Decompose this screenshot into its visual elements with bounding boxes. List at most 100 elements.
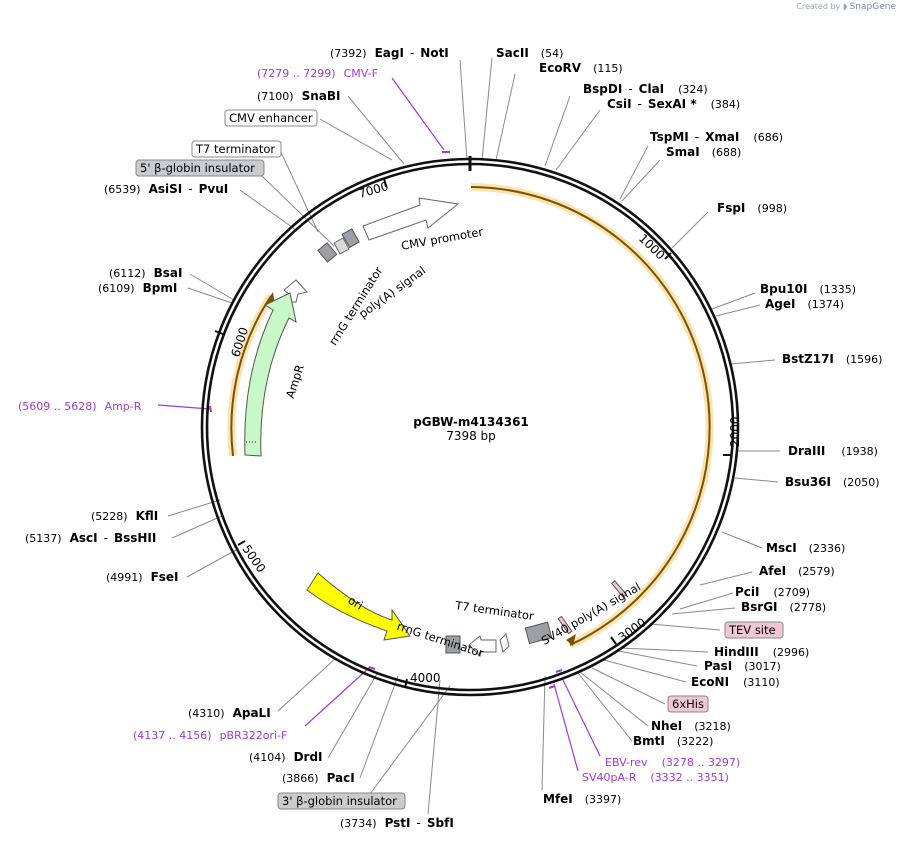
enzyme-pasi[interactable]: PasI(3017) — [704, 659, 781, 673]
primer-cmvf[interactable]: (7279 .. 7299)CMV-F — [257, 67, 378, 80]
tick-label-4000: 4000 — [410, 671, 441, 685]
enzyme-fsei[interactable]: (4991)FseI — [106, 570, 179, 584]
enzyme-mfei[interactable]: MfeI(3397) — [543, 792, 621, 806]
enzyme-kfli[interactable]: (5228)KflI — [91, 509, 158, 523]
primer-leader-ebv — [561, 677, 601, 757]
enzyme-agei[interactable]: AgeI(1374) — [765, 297, 844, 311]
leader-agei — [715, 304, 761, 317]
tev-site-label: TEV site — [728, 623, 776, 637]
t7-terminator-box — [317, 242, 338, 263]
enzyme-asci[interactable]: (5137)AscI-BssHII — [25, 531, 156, 545]
primer-leader-cmvf — [391, 77, 445, 151]
leader-bsu36i — [734, 477, 779, 483]
snapgene-logo-icon: ◗ — [842, 2, 848, 11]
his-tag-box[interactable]: 6xHis — [667, 695, 709, 713]
enzyme-ecorv[interactable]: EcoRV(115) — [539, 61, 623, 75]
cmv-promoter-arrow — [362, 197, 460, 241]
enzyme-smai[interactable]: SmaI(688) — [666, 145, 741, 159]
globin3-box[interactable]: 3' β-globin insulator — [277, 792, 406, 810]
enzyme-sacii[interactable]: SacII(54) — [496, 46, 563, 60]
leader-snabi — [347, 95, 405, 165]
leader-kfli — [167, 499, 221, 517]
globin-insulator-box — [341, 228, 360, 249]
primer-mark-ebv — [555, 669, 563, 673]
sv40-polya-box — [524, 621, 553, 645]
ampr-orf-arc — [230, 295, 272, 457]
enzyme-draiii[interactable]: DraIII(1938) — [788, 444, 878, 458]
leader-apali — [277, 657, 337, 712]
leader-fspi — [671, 211, 709, 249]
leader-bsrgi — [671, 607, 736, 615]
enzyme-drdi[interactable]: (4104)DrdI — [249, 750, 323, 764]
enzyme-tspmi[interactable]: TspMI-XmaI(686) — [650, 130, 783, 144]
enzyme-bspdi[interactable]: BspDI-ClaI(324) — [583, 82, 708, 96]
tick-5000 — [237, 540, 246, 546]
leader-sacii — [481, 57, 493, 161]
his-marker — [610, 580, 628, 598]
enzyme-bpmi[interactable]: (6109)BpmI — [98, 281, 177, 295]
primer-ebvrev[interactable]: EBV-rev(3278 .. 3297) — [605, 756, 740, 769]
enzyme-bsrgi[interactable]: BsrGI(2778) — [741, 600, 826, 614]
enzyme-fspi[interactable]: FspI(998) — [717, 201, 787, 215]
enzyme-eagi[interactable]: (7392)EagI-NotI — [330, 46, 449, 60]
leader-mfei — [541, 675, 546, 791]
leader-csii — [555, 109, 601, 171]
enzyme-msci[interactable]: MscI(2336) — [766, 541, 845, 555]
enzyme-asisi[interactable]: (6539)AsiSI-PvuI — [104, 182, 228, 196]
enzyme-hindiii[interactable]: HindIII(2996) — [714, 645, 809, 659]
credit-brand: SnapGene — [849, 2, 896, 12]
rrng-terminator-bottom-box — [445, 635, 461, 654]
enzyme-bpu10i[interactable]: Bpu10I(1335) — [760, 282, 856, 296]
tick-label-2000: 2000 — [728, 416, 742, 447]
leader-fsei — [186, 549, 237, 578]
ampr-arrow — [244, 292, 297, 457]
globin5-box[interactable]: 5' β-globin insulator — [135, 159, 265, 177]
enzyme-csii[interactable]: CsiI-SexAI *(384) — [607, 97, 740, 111]
cmv-enhancer-box[interactable]: CMV enhancer — [224, 109, 318, 127]
t7-bottom-label: T7 terminator — [453, 598, 535, 623]
enzyme-pcii[interactable]: PciI(2709) — [735, 585, 810, 599]
leader-bpu10i — [711, 292, 756, 310]
leader-bpmi — [187, 287, 233, 304]
primer-mark-ampr — [209, 405, 212, 413]
rrng-bottom-label: rrnG terminator — [395, 619, 485, 660]
leader-6xhis — [591, 667, 666, 705]
primer-ampr[interactable]: (5609 .. 5628)Amp-R — [18, 400, 142, 413]
globin3-label: 3' β-globin insulator — [282, 794, 397, 808]
plasmid-length: 7398 bp — [446, 429, 496, 443]
enzyme-afei[interactable]: AfeI(2579) — [759, 564, 835, 578]
snapgene-credit: Created by ◗ SnapGene — [796, 2, 896, 12]
tick-1000 — [664, 252, 672, 260]
leader-tspmi — [619, 145, 649, 200]
tick-4000 — [404, 678, 408, 689]
leader-bspdi — [544, 95, 571, 167]
tev-marker — [557, 615, 573, 635]
orf-arc — [470, 186, 711, 646]
leader-hindiii — [619, 647, 709, 653]
enzyme-bsai[interactable]: (6112)BsaI — [109, 266, 182, 280]
enzyme-psti[interactable]: (3734)PstI-SbfI — [340, 816, 454, 830]
enzyme-bstz17i[interactable]: BstZ17I(1596) — [782, 352, 882, 366]
primer-sv40par[interactable]: SV40pA-R(3332 .. 3351) — [582, 771, 729, 784]
enzyme-econi[interactable]: EcoNI(3110) — [691, 675, 780, 689]
enzyme-bmti[interactable]: BmtI(3222) — [633, 734, 713, 748]
primer-mark-ori — [368, 666, 376, 670]
boxed-features: CMV enhancer T7 terminator 5' β-globin i… — [135, 109, 784, 810]
enzyme-apali[interactable]: (4310)ApaLI — [188, 706, 271, 720]
ori-arrow — [306, 572, 411, 641]
leader-cmvenh — [319, 118, 393, 161]
primer-labels: (7279 .. 7299)CMV-F (5609 .. 5628)Amp-R … — [18, 67, 740, 784]
primer-pbr322ori[interactable]: (4137 .. 4156)pBR322ori-F — [133, 729, 287, 742]
enzyme-snabi[interactable]: (7100)SnaBI — [257, 89, 340, 103]
enzyme-bsu36i[interactable]: Bsu36I(2050) — [785, 475, 880, 489]
t7-terminator-top-label: T7 terminator — [195, 142, 275, 156]
tick-marks — [214, 177, 731, 689]
t7-terminator-top-box[interactable]: T7 terminator — [191, 140, 282, 158]
plasmid-name: pGBW-m4134361 — [413, 415, 529, 429]
leader-nhei — [579, 671, 649, 727]
enzyme-paci[interactable]: (3866)PacI — [282, 771, 355, 785]
leader-drdi — [327, 671, 379, 759]
tev-site-box[interactable]: TEV site — [724, 621, 784, 639]
enzyme-nhei[interactable]: NheI(3218) — [651, 719, 731, 733]
